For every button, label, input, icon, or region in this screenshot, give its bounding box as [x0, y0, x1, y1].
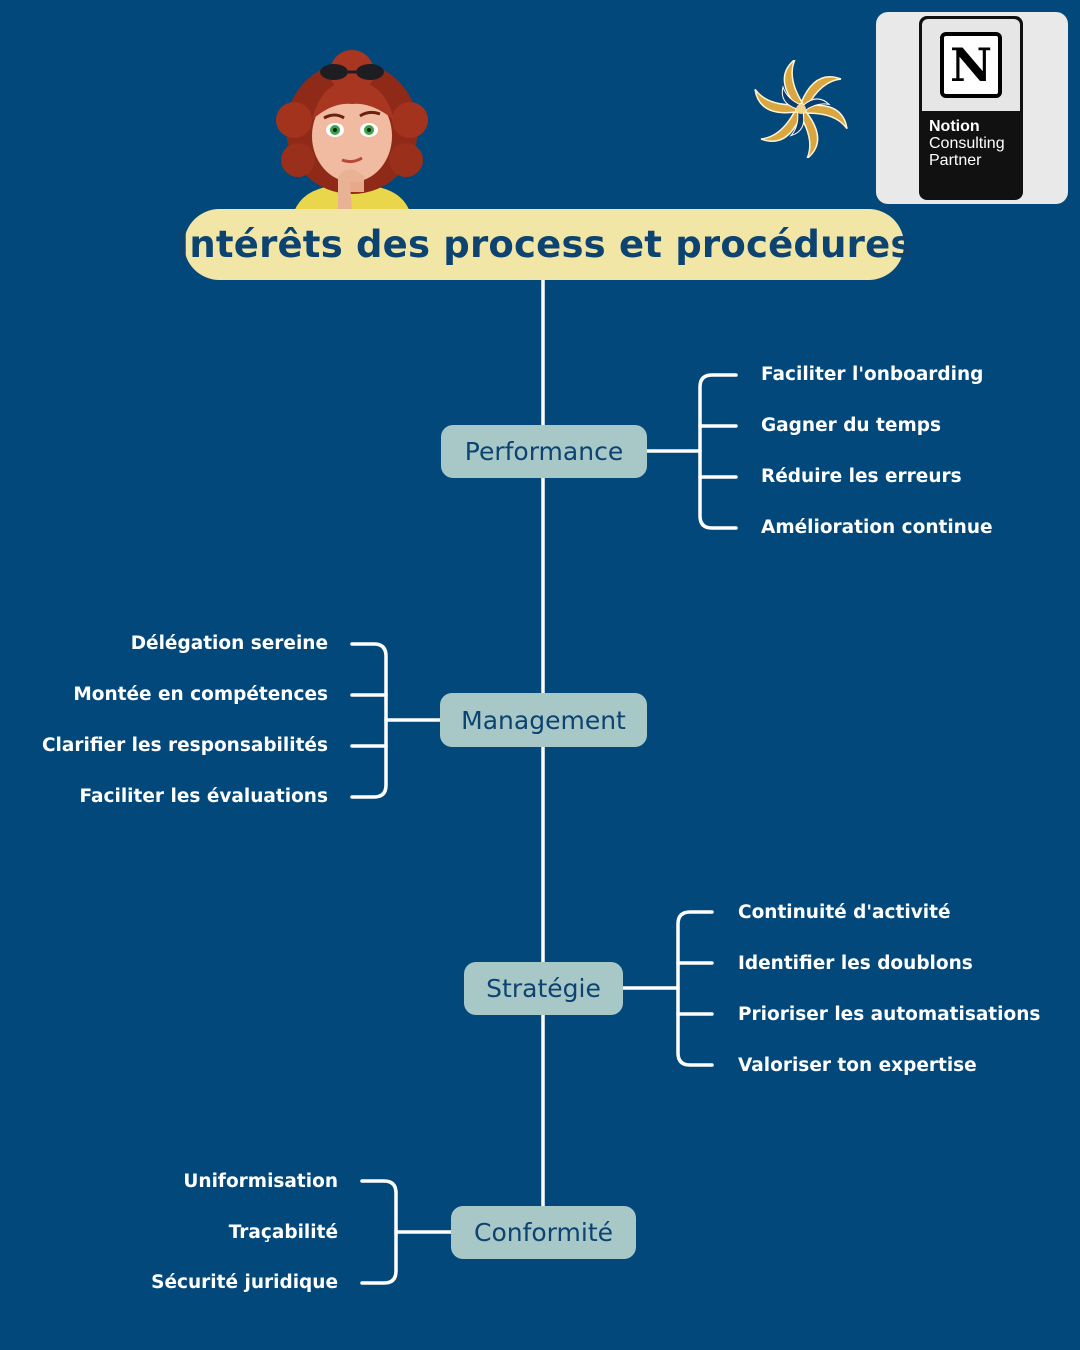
- golden-spiral-logo-icon: [754, 60, 848, 158]
- leaf-strategie-3: Prioriser les automatisations: [738, 1004, 1041, 1025]
- leaf-performance-3: Réduire les erreurs: [761, 466, 962, 487]
- leaf-strategie-4: Valoriser ton expertise: [738, 1055, 977, 1076]
- leaf-strategie-2: Identifier les doublons: [738, 953, 973, 974]
- bracket-performance: [698, 373, 738, 530]
- leaf-conformite-2: Traçabilité: [228, 1222, 338, 1243]
- badge-text: Notion Consulting Partner: [929, 118, 1005, 169]
- leaf-performance-1: Faciliter l'onboarding: [761, 364, 984, 385]
- leaf-performance-4: Amélioration continue: [761, 517, 993, 538]
- thinking-woman-avatar-icon: [276, 50, 428, 212]
- node-management: Management: [440, 693, 647, 747]
- leaf-conformite-3: Sécurité juridique: [151, 1272, 338, 1293]
- badge-line-1: Notion: [929, 118, 980, 135]
- leaf-management-2: Montée en compétences: [73, 684, 328, 705]
- leaf-strategie-1: Continuité d'activité: [738, 902, 951, 923]
- leaf-management-1: Délégation sereine: [130, 633, 328, 654]
- leaf-management-3: Clarifier les responsabilités: [41, 735, 328, 756]
- badge-line-3: Partner: [929, 152, 982, 169]
- bracket-strategie: [676, 910, 714, 1067]
- badge-logo-area: N: [922, 19, 1020, 111]
- node-strategie: Stratégie: [464, 962, 623, 1015]
- bracket-conformite: [360, 1179, 398, 1285]
- leaf-conformite-1: Uniformisation: [183, 1171, 338, 1192]
- node-performance: Performance: [441, 425, 647, 478]
- notion-partner-badge: N Notion Consulting Partner: [919, 16, 1023, 200]
- node-conformite: Conformité: [451, 1206, 636, 1259]
- leaf-management-4: Faciliter les évaluations: [79, 786, 329, 807]
- bracket-management: [350, 642, 388, 799]
- badge-line-2: Consulting: [929, 135, 1005, 152]
- leaf-performance-2: Gagner du temps: [761, 415, 941, 436]
- notion-n-logo-icon: N: [940, 32, 1002, 98]
- page-title: Intérêts des process et procédures: [175, 209, 912, 280]
